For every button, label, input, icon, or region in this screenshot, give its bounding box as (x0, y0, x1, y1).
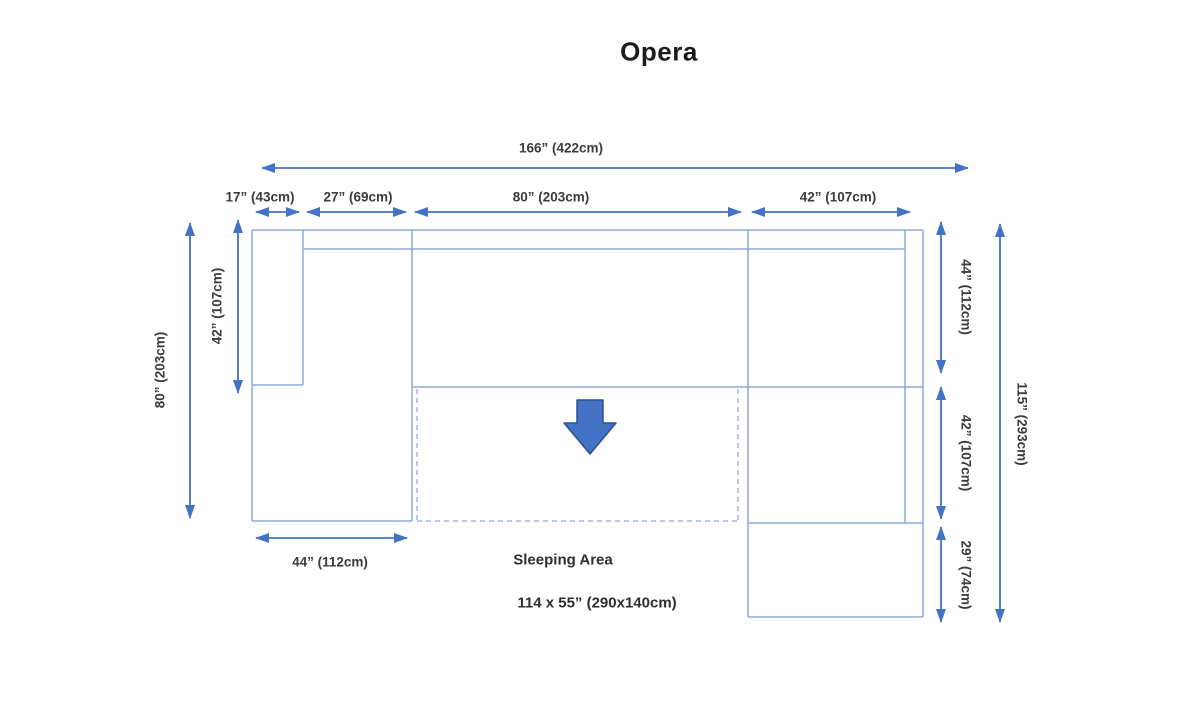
dim-label-center-width: 80” (203cm) (512, 189, 590, 205)
sofa-outline (251, 229, 924, 618)
dim-label-chaise-back-width: 27” (69cm) (323, 189, 393, 205)
dim-label-right-bottom-depth: 29” (74cm) (958, 540, 974, 610)
dim-label-right-top-depth: 44” (112cm) (958, 259, 974, 335)
dim-label-left-overall-depth: 80” (203cm) (152, 331, 168, 409)
dim-label-chaise-bottom-width: 44” (112cm) (292, 554, 368, 570)
dim-label-overall-depth: 115” (293cm) (1014, 382, 1030, 466)
dim-label-right-section-width: 42” (107cm) (799, 189, 877, 205)
dimension-arrows (185, 163, 1005, 623)
fold-direction-down-arrow-icon (563, 399, 617, 455)
sleeping-area-label: Sleeping Area (513, 551, 613, 569)
dim-label-left-chaise-depth: 42” (107cm) (209, 267, 225, 345)
sleeping-area-dashed-outline (416, 389, 739, 522)
dim-label-arm-width: 17” (43cm) (225, 189, 295, 205)
dim-label-right-mid-depth: 42” (107cm) (958, 414, 974, 492)
sleeping-area-size: 114 x 55” (290x140cm) (517, 594, 677, 612)
page-title: Opera (620, 36, 698, 67)
dim-label-overall-width: 166” (422cm) (518, 140, 604, 156)
